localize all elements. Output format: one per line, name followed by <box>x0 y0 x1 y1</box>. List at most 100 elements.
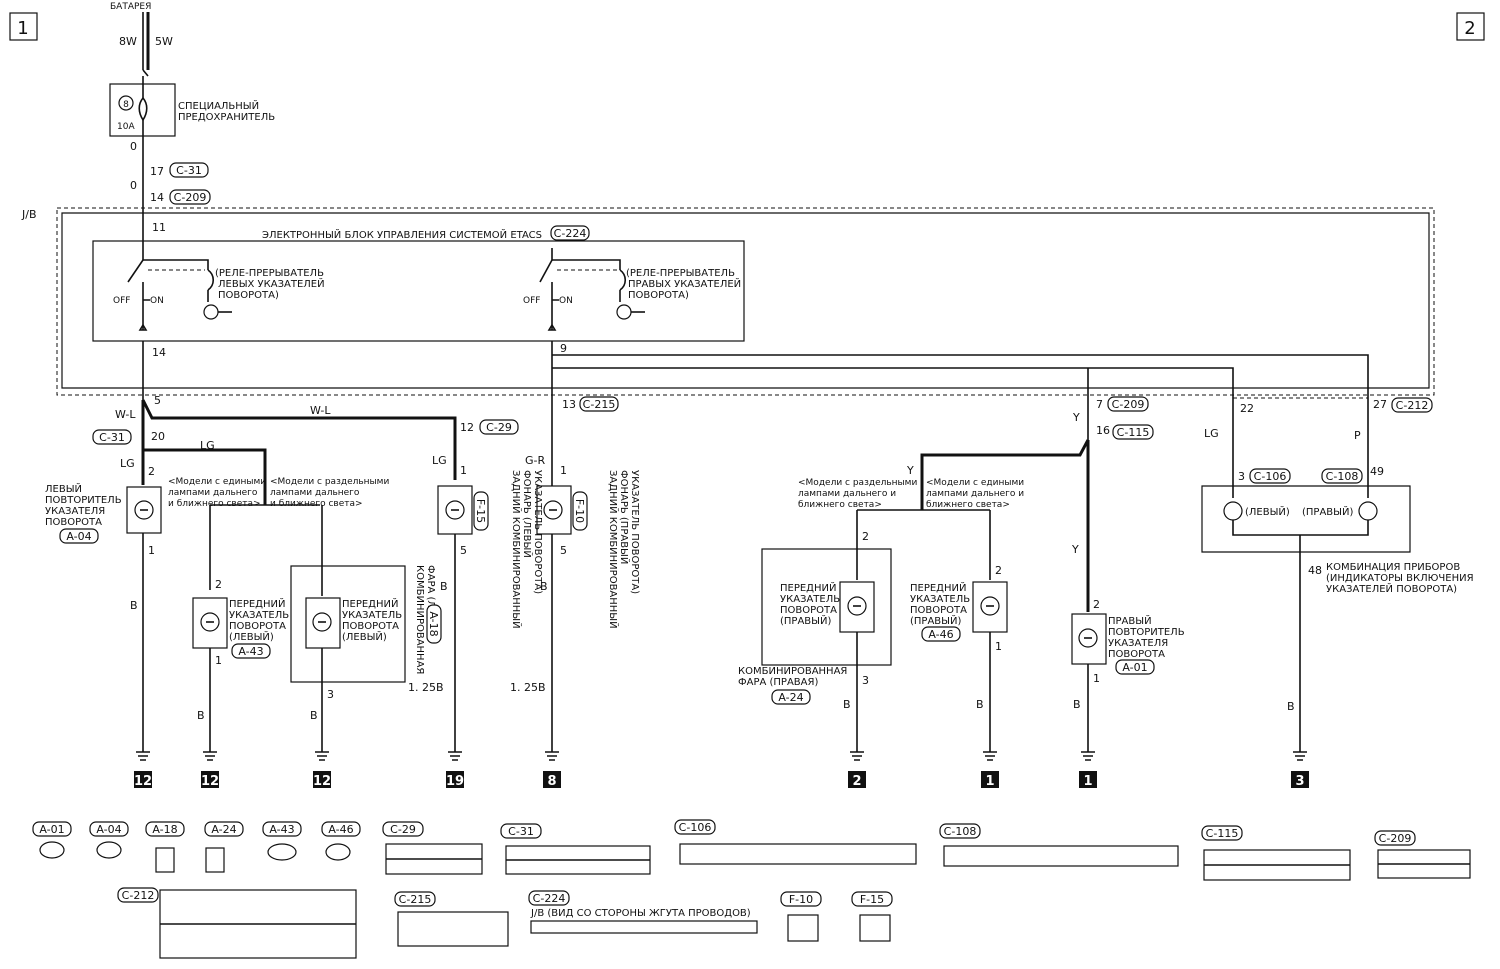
ground-badge <box>848 771 866 788</box>
front-l-label-4: (ЛЕВЫЙ) <box>229 630 274 643</box>
rear-r-label-1: ЗАДНИЙ КОМБИНИРОВАННЫЙ <box>607 470 620 629</box>
wire-color-wl1: W-L <box>115 408 136 421</box>
legend-c224: C-224 J/B (ВИД СО СТОРОНЫ ЖГУТА ПРОВОДОВ… <box>528 890 758 934</box>
wire-y-branch <box>920 439 1090 510</box>
cluster-left-indicator <box>1223 501 1243 521</box>
left-repeater-label-1: ЛЕВЫЙ <box>45 482 82 495</box>
left-repeater-label-2: ПОВТОРИТЕЛЬ <box>45 495 122 506</box>
front-r-label-4: (ПРАВЫЙ) <box>780 614 831 627</box>
pin-front-r2-1: 1 <box>995 640 1002 653</box>
wire-color-b-1: B <box>130 599 138 612</box>
wire-color-b-6: B <box>843 698 851 711</box>
legend-a18: A-18 <box>145 821 185 873</box>
ground-6: 2 <box>848 748 866 789</box>
page-marker-right: 2 <box>1456 12 1485 41</box>
ground-2: 12 <box>201 748 219 789</box>
right-relay-off: OFF <box>523 296 540 306</box>
note-combined-r-1: <Модели с едиными <box>926 478 1024 488</box>
ground-7: 1 <box>981 748 999 789</box>
wire-color-b-9: B <box>1287 700 1295 713</box>
left-flasher-relay <box>127 240 232 331</box>
wire-wl <box>141 399 457 480</box>
legend-c215: C-215 <box>394 891 509 947</box>
ground-badge <box>201 771 219 788</box>
ground-4: 19 <box>446 748 464 789</box>
etacs-box <box>92 240 745 342</box>
wire-color-b-4: B <box>440 580 448 593</box>
cluster-label-2: (ИНДИКАТОРЫ ВКЛЮЧЕНИЯ <box>1326 573 1474 584</box>
ground-number: 2 <box>852 774 861 789</box>
head-l-label-1: КОМБИНИРОВАННАЯ <box>414 565 425 674</box>
svg-text:C-31: C-31 <box>508 825 534 838</box>
head-l-label-2: ФАРА (ЛЕВАЯ) <box>425 565 436 639</box>
front-r-label-3: ПОВОРОТА <box>780 605 837 616</box>
connector-legend: A-01 A-04 A-18 A-24 A-43 A-46 <box>32 819 1471 959</box>
svg-text:A-46: A-46 <box>328 823 353 836</box>
headlamp-left-box <box>290 565 406 683</box>
wire-5w-label: 5W <box>155 35 173 48</box>
pin-3: 3 <box>327 688 334 701</box>
wire-color-y3: Y <box>1071 543 1079 556</box>
connector-c212-tag: C-212 <box>1396 399 1429 412</box>
wire-color-b-3: B <box>310 709 318 722</box>
note-separate-2: лампами дальнего <box>270 488 360 498</box>
right-relay-label-3: ПОВОРОТА) <box>628 290 689 301</box>
pin-2: 2 <box>148 465 155 478</box>
front-r2-label-1: ПЕРЕДНИЙ <box>910 581 966 594</box>
svg-text:C-215: C-215 <box>399 893 432 906</box>
legend-c115: C-115 <box>1201 825 1351 881</box>
cluster-label-3: УКАЗАТЕЛЕЙ ПОВОРОТА) <box>1326 582 1457 595</box>
legend-c209: C-209 <box>1374 830 1471 879</box>
svg-text:A-18: A-18 <box>152 823 177 836</box>
front-l-label-3: ПОВОРОТА <box>229 621 286 632</box>
ground-number: 3 <box>1295 774 1304 789</box>
wire-lg-branch <box>143 448 267 505</box>
pin-rep-r-1: 1 <box>1093 672 1100 685</box>
note-separate-r-3: ближнего света> <box>798 500 882 510</box>
fuse-label-line1: СПЕЦИАЛЬНЫЙ <box>178 99 259 112</box>
rear-right-lamp <box>536 485 572 535</box>
svg-text:F-15: F-15 <box>860 893 884 906</box>
ground-number: 1 <box>1083 774 1092 789</box>
legend-a43: A-43 <box>262 821 302 861</box>
note-combined-r-3: ближнего света> <box>926 500 1010 510</box>
fuse-number: 8 <box>123 100 129 110</box>
cluster-right-label: (ПРАВЫЙ) <box>1302 505 1353 518</box>
page-number-left: 1 <box>17 18 28 39</box>
ground-number: 8 <box>547 774 556 789</box>
ground-badge <box>981 771 999 788</box>
wire-125b-2: 1. 25B <box>510 681 546 694</box>
wire-color-y2: Y <box>906 464 914 477</box>
ground-8: 1 <box>1079 748 1097 789</box>
svg-text:C-115: C-115 <box>1206 827 1239 840</box>
pin-13: 13 <box>562 398 576 411</box>
legend-a01: A-01 <box>32 821 72 859</box>
svg-text:C-209: C-209 <box>1379 832 1412 845</box>
connector-a43-tag: A-43 <box>238 645 263 658</box>
svg-text:C-106: C-106 <box>679 821 712 834</box>
legend-a04: A-04 <box>89 821 129 859</box>
legend-c106: C-106 <box>674 819 917 865</box>
etacs-title: ЭЛЕКТРОННЫЙ БЛОК УПРАВЛЕНИЯ СИСТЕМОЙ ETA… <box>262 228 542 241</box>
pin-head-r-3: 3 <box>862 674 869 687</box>
connector-c31-tag: C-31 <box>176 164 202 177</box>
svg-text:C-224: C-224 <box>533 892 566 905</box>
legend-f10: F-10 <box>780 891 822 942</box>
legend-a46: A-46 <box>321 821 361 861</box>
wire-color-lg-r: LG <box>1204 427 1219 440</box>
cluster-label-1: КОМБИНАЦИЯ ПРИБОРОВ <box>1326 562 1460 573</box>
connector-c215-tag: C-215 <box>583 398 616 411</box>
note-separate-3: и ближнего света> <box>270 499 363 509</box>
front-l2-label-3: ПОВОРОТА <box>342 621 399 632</box>
wire-color-lg-3: LG <box>432 454 447 467</box>
svg-text:C-212: C-212 <box>122 889 155 902</box>
rear-r-label-2: ФОНАРЬ (ПРАВЫЙ <box>618 470 631 564</box>
wire-color-lg: LG <box>200 439 215 452</box>
front-left-lamp-2 <box>305 597 341 649</box>
junction-block-box <box>56 207 1435 396</box>
connector-c115-tag: C-115 <box>1117 426 1150 439</box>
connector-f10-tag: F-10 <box>573 499 586 523</box>
junction-block-label: J/B <box>21 208 37 221</box>
connector-c29-tag: C-29 <box>486 421 512 434</box>
